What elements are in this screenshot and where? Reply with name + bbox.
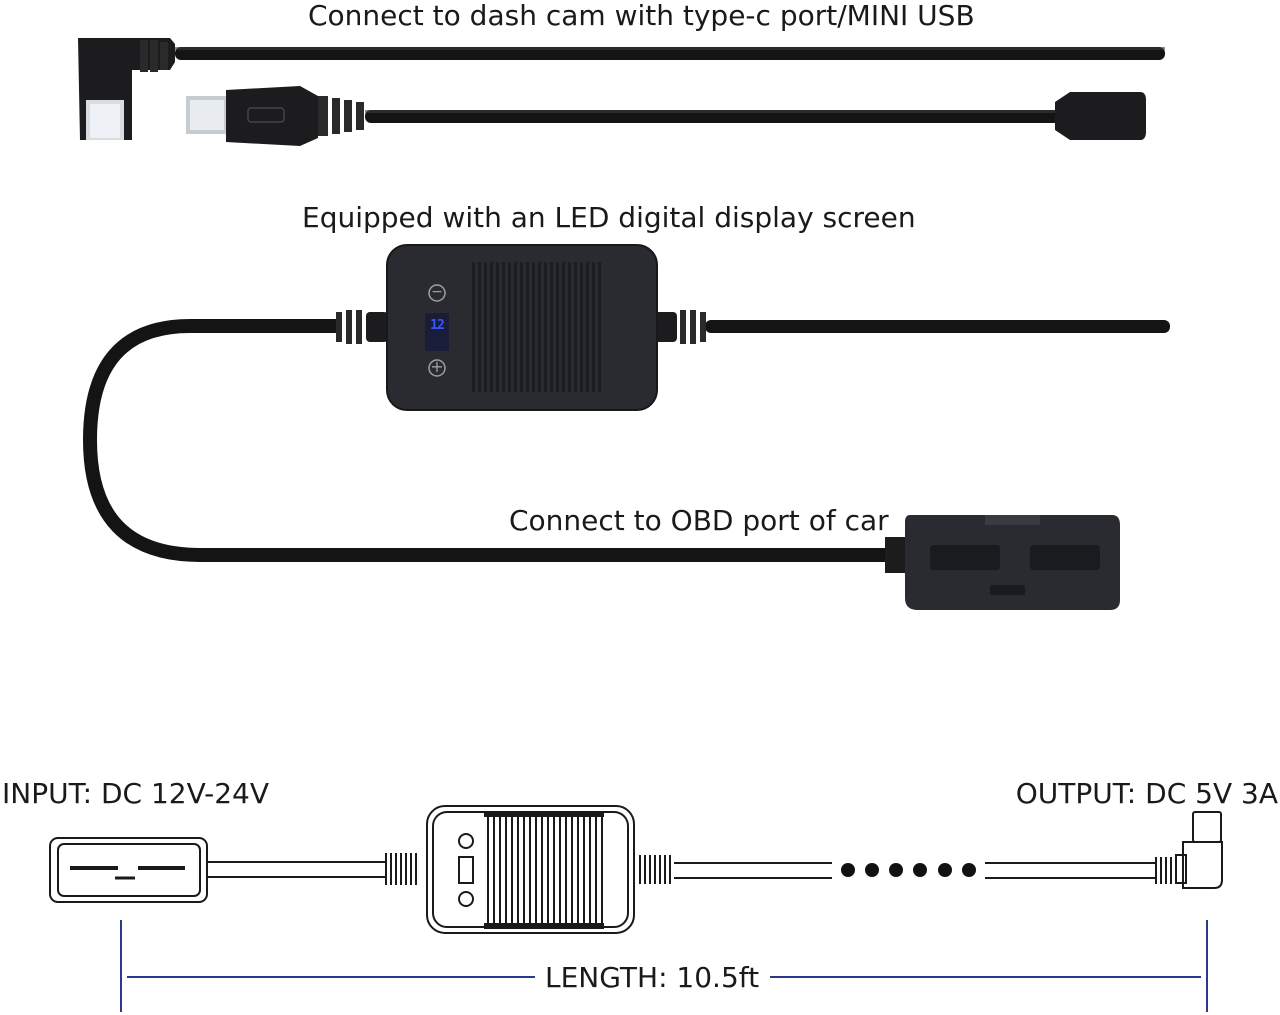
type-c-cable (175, 47, 1165, 60)
input-spec-label: INPUT: DC 12V-24V (2, 777, 269, 810)
line-art-converter-box (426, 805, 635, 934)
plus-symbol: + (430, 357, 444, 376)
converter-strain-relief (336, 310, 706, 344)
mini-usb-cable (365, 110, 1065, 123)
converter-box-icon (386, 244, 658, 411)
length-label: LENGTH: 10.5ft (545, 961, 760, 994)
led-display-icon (425, 313, 449, 351)
led-display-label: Equipped with an LED digital display scr… (302, 201, 916, 234)
usb-female-end-icon (1055, 92, 1146, 140)
length-dimension (120, 920, 1208, 1012)
output-spec-label: OUTPUT: DC 5V 3A (1015, 777, 1278, 810)
line-art-cable-left (207, 853, 417, 885)
led-readout: 12 (430, 318, 445, 333)
line-art-obd-plug (49, 837, 208, 903)
obd-port-label: Connect to OBD port of car (509, 504, 889, 537)
top-cable-label: Connect to dash cam with type-c port/MIN… (308, 0, 975, 32)
obd-plug-icon (885, 515, 1120, 610)
line-art-cable-right (639, 855, 1177, 884)
ellipsis-dots (841, 863, 976, 877)
minus-symbol: − (431, 284, 443, 300)
line-art-type-c-plug (1175, 811, 1223, 889)
type-c-plug-icon (78, 38, 175, 140)
loop-cable (82, 319, 1170, 562)
mini-usb-plug-icon (186, 86, 364, 146)
